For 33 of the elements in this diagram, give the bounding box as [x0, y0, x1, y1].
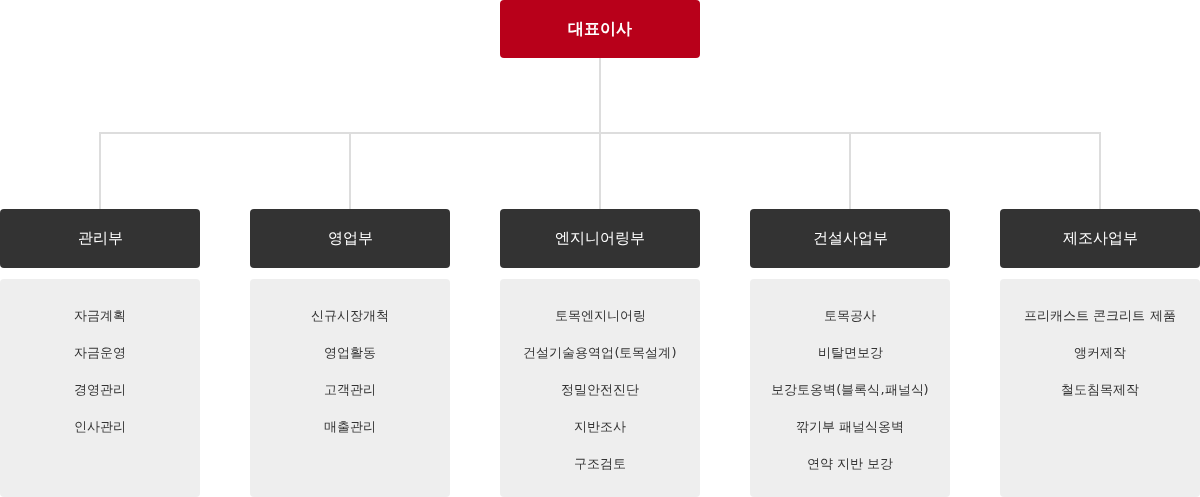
duty-item: 깎기부 패널식옹벽	[795, 418, 905, 436]
node-title: 영업부	[327, 228, 373, 250]
department-box	[250, 209, 450, 268]
duty-item: 정밀안전진단	[561, 381, 639, 399]
department-box	[0, 209, 200, 268]
duty-item: 연약 지반 보강	[806, 455, 894, 473]
department-box	[1000, 209, 1200, 268]
duty-item: 경영관리	[74, 381, 126, 399]
duty-item: 토목엔지니어링	[554, 307, 646, 325]
duty-item: 지반조사	[574, 418, 626, 436]
duty-item: 구조검토	[574, 455, 626, 473]
duty-item: 비탈면보강	[817, 344, 883, 362]
duty-item: 보강토옹벽(블록식,패널식)	[771, 381, 929, 399]
duty-item: 자금운영	[74, 344, 126, 362]
node-title: 제조사업부	[1062, 228, 1138, 250]
node-title: 건설사업부	[812, 228, 888, 250]
duty-item: 인사관리	[74, 418, 126, 436]
node-title: 대표이사	[568, 18, 632, 40]
duty-item: 고객관리	[324, 381, 376, 399]
duty-item: 건설기술용역업(토목설계)	[523, 344, 677, 362]
node-title: 엔지니어링부	[555, 228, 645, 250]
duty-item: 영업활동	[324, 344, 376, 362]
duty-item: 프리캐스트 콘크리트 제품	[1024, 307, 1176, 325]
duty-item: 토목공사	[824, 307, 876, 325]
node-title: 관리부	[77, 228, 123, 250]
ceo-box	[500, 0, 700, 58]
department-box	[500, 209, 700, 268]
duty-item: 철도침목제작	[1061, 381, 1139, 399]
duty-item: 신규시장개척	[311, 307, 389, 325]
department-box	[750, 209, 950, 268]
duty-item: 앵커제작	[1074, 344, 1126, 362]
duty-item: 자금계획	[74, 307, 126, 325]
duty-item: 매출관리	[324, 418, 376, 436]
